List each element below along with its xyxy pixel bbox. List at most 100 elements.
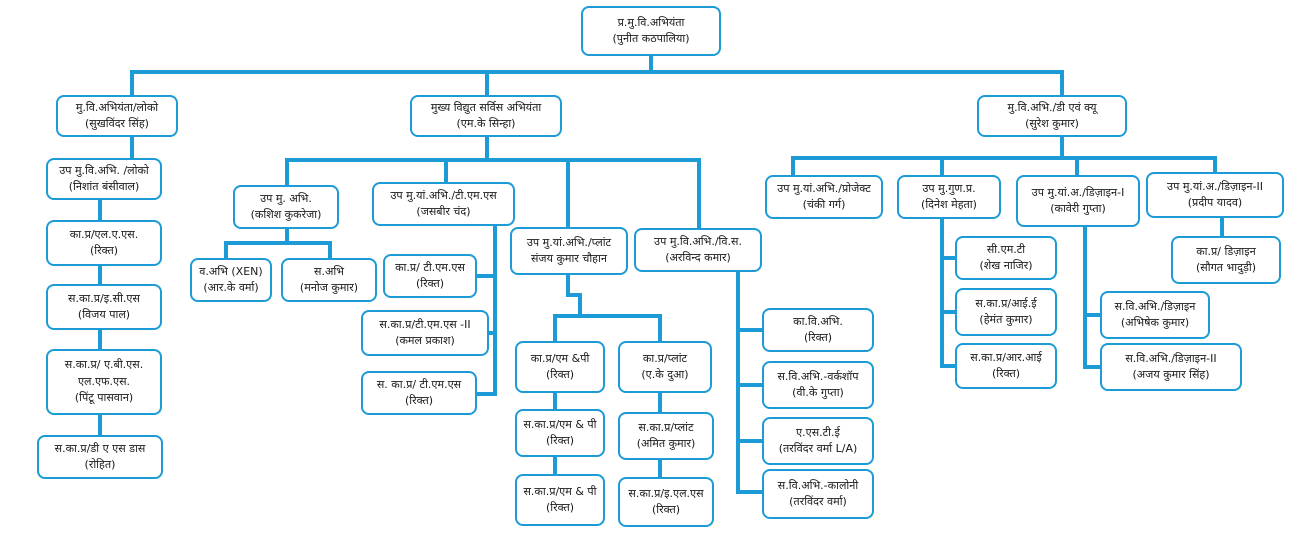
node-title: स.वि.अभि./डिज़ाइन-II [1125, 351, 1217, 365]
node-detail: (रिक्त) [545, 434, 575, 447]
node-title: उप मु.वि.अभि./वि.स. [654, 234, 742, 248]
node-title: स.का.प्र/आर.आई [970, 350, 1042, 364]
node-detail: (वी.के गुप्ता) [792, 386, 844, 399]
node-workshop: स.वि.अभि.-वर्कशॉप(वी.के गुप्ता) [762, 361, 874, 409]
node-detail: (जसबीर चंद) [416, 205, 471, 218]
node-dy-quality: उप मु.गुण.प्र. (दिनेश मेहता) [897, 175, 1001, 219]
node-detail: (प्रदीप यादव) [1187, 196, 1243, 209]
node-title: स.का.प्र/ ए.बी.एस. [64, 358, 144, 372]
node-dy-project: उप मु.यां.अभि./प्रोजेक्ट(चंकी गर्ग) [765, 175, 883, 219]
node-dy-plant: उप मु.यां.अभि./प्लांट संजय कुमार चौहान [510, 227, 628, 275]
node-detail: (सुखविंदर सिंह) [85, 117, 149, 130]
node-design-ase-2: स.वि.अभि./डिज़ाइन-II(अजय कुमार सिंह) [1100, 343, 1242, 391]
node-title: का.वि.अभि. [793, 314, 843, 328]
node-title: उप मु.यां.अभि./टी.एम.एस [390, 188, 497, 202]
node-design-ase-1: स.वि.अभि./डिज़ाइन(अभिषेक कुमार) [1100, 291, 1210, 339]
node-title: उप मु. अभि. [260, 191, 312, 205]
node-title: उप मु.गुण.प्र. [922, 181, 976, 195]
node-tms-ase-2: स.का.प्र/टी.एम.एस -II (कमल प्रकाश) [361, 310, 489, 356]
node-detail: (शेख नाजिर) [979, 259, 1033, 272]
node-detail: (रिक्त) [991, 367, 1021, 380]
node-detail: (मनोज कुमार) [299, 281, 359, 294]
node-title: मु.वि.अभि./डी एवं क्यू [1007, 100, 1097, 114]
node-detail: (पुनीत कठपालिया) [612, 32, 690, 45]
node-title: का.प्र/एल.ए.एस. [69, 227, 139, 241]
node-tms-aee: का.प्र/ टी.एम.एस (रिक्त) [383, 254, 477, 298]
node-title: स.का.प्र/एम & पी [523, 417, 597, 431]
node-detail: संजय कुमार चौहान [531, 252, 607, 265]
node-detail: (सौगत भादुड़ी) [1196, 261, 1256, 274]
node-title: उप मु.यां.अभि./प्लांट [526, 235, 612, 249]
node-chief-loco: मु.वि.अभियंता/लोको (सुखविंदर सिंह) [56, 95, 178, 137]
node-title: स.का.प्र/प्लांट [638, 420, 694, 434]
node-detail: (एम.के सिन्हा) [456, 117, 516, 130]
node-title: स. का.प्र/ टी.एम.एस [376, 377, 462, 391]
node-detail: (दिनेश मेहता) [921, 198, 977, 211]
node-detail: (अरविन्द कमार) [665, 251, 731, 264]
node-loco-ase-2: स.का.प्र/ ए.बी.एस.एल.एफ.एस.(पिंटू पासवान… [46, 349, 162, 415]
node-detail: (रिक्त) [651, 503, 681, 516]
node-mp-ase-2: स.का.प्र/एम & पी (रिक्त) [515, 474, 605, 526]
node-title: व.अभि (XEN) [199, 264, 263, 278]
node-dy-loco: उप मु.वि.अभि. /लोको (निशांत बंसीवाल) [46, 158, 162, 200]
node-title: स.का.प्र/इ.सी.एस [68, 291, 140, 305]
node-title: स.का.प्र/इ.एल.एस [628, 486, 704, 500]
node-aste: ए.एस.टी.ई(तरविंदर वर्मा L/A) [762, 417, 874, 465]
node-ie-ase: स.का.प्र/आई.ई (हेमंत कुमार) [955, 288, 1057, 336]
node-detail: (कशिश कुकरेजा) [250, 208, 322, 221]
node-els-ase: स.का.प्र/इ.एल.एस (रिक्त) [618, 477, 714, 527]
node-dy-design-1: उप मु.यां.अ./डिज़ाइन-I (कावेरी गुप्ता) [1016, 175, 1140, 227]
node-detail: (रिक्त) [545, 501, 575, 514]
node-detail: (रिक्त) [803, 331, 833, 344]
node-plant-aee: का.प्र/प्लांट(ए.के दुआ) [618, 341, 712, 393]
node-detail: (ए.के दुआ) [641, 368, 689, 381]
node-title: उप मु.वि.अभि. /लोको [59, 163, 149, 177]
node-detail: (रिक्त) [415, 277, 445, 290]
node-dy-works: उप मु.वि.अभि./वि.स. (अरविन्द कमार) [634, 228, 762, 272]
node-title: ए.एस.टी.ई [796, 425, 840, 439]
node-detail: (रिक्त) [89, 244, 119, 257]
node-dy-design-2: उप मु.यां.अ./डिज़ाइन-II (प्रदीप यादव) [1146, 172, 1284, 218]
node-chief-dq: मु.वि.अभि./डी एवं क्यू (सुरेश कुमार) [977, 95, 1127, 137]
node-title: स.का.प्र/आई.ई [975, 296, 1037, 310]
node-mp-ase-1: स.का.प्र/एम & पी (रिक्त) [515, 409, 605, 457]
node-detail: (चंकी गर्ग) [802, 198, 846, 211]
node-title: मुख्य विद्युत सर्विस अभियंता [430, 100, 542, 114]
node-detail: (कावेरी गुप्ता) [1050, 202, 1106, 215]
node-title: स.का.प्र/टी.एम.एस -II [379, 317, 471, 331]
node-title: उप मु.यां.अ./डिज़ाइन-II [1167, 179, 1263, 193]
node-title: स.वि.अभि.-कालोनी [777, 478, 859, 492]
node-chief-engineer: प्र.मु.वि.अभियंता (पुनीत कठपालिया) [581, 6, 721, 56]
node-detail: (विजय पाल) [77, 308, 131, 321]
node-detail: (तरविंदर वर्मा) [789, 495, 847, 508]
node-detail: (हेमंत कुमार) [979, 313, 1033, 326]
node-title: स.वि.अभि./डिज़ाइन [1114, 299, 1196, 313]
node-loco-aee: का.प्र/एल.ए.एस. (रिक्त) [46, 220, 162, 266]
node-title: उप मु.यां.अ./डिज़ाइन-I [1031, 185, 1125, 199]
node-loco-ase-1: स.का.प्र/इ.सी.एस (विजय पाल) [46, 284, 162, 330]
node-detail: (निशांत बंसीवाल) [68, 180, 140, 193]
node-title: का.प्र/ टी.एम.एस [395, 260, 465, 274]
node-title: स.अभि [314, 264, 344, 278]
node-detail: (सुरेश कुमार) [1025, 117, 1079, 130]
node-mp-aee: का.प्र/एम &पी (रिक्त) [515, 341, 605, 393]
node-detail: (रिक्त) [404, 394, 434, 407]
node-title: स.का.प्र/डी ए एस डास [54, 441, 146, 455]
node-tms-ase: स. का.प्र/ टी.एम.एस (रिक्त) [361, 371, 477, 415]
node-title: का.प्र/एम &पी [530, 351, 590, 365]
node-colony: स.वि.अभि.-कालोनी (तरविंदर वर्मा) [762, 469, 874, 519]
node-title: का.प्र/ डिज़ाइन [1196, 244, 1256, 258]
node-cmt: सी.एम.टी(शेख नाजिर) [955, 236, 1057, 280]
node-title: स.का.प्र/एम & पी [523, 484, 597, 498]
node-title: मु.वि.अभियंता/लोको [75, 100, 159, 114]
node-loco-ase-3: स.का.प्र/डी ए एस डास(रोहित) [37, 435, 163, 479]
node-detail: (रिक्त) [545, 368, 575, 381]
node-detail: (कमल प्रकाश) [395, 334, 455, 347]
node-title: प्र.मु.वि.अभियंता [617, 15, 685, 29]
node-detail: (आर.के वर्मा) [203, 281, 259, 294]
node-detail: (अमित कुमार) [636, 437, 696, 450]
node-asst-engineer: स.अभि (मनोज कुमार) [281, 258, 377, 302]
node-xen: व.अभि (XEN) (आर.के वर्मा) [190, 258, 272, 302]
